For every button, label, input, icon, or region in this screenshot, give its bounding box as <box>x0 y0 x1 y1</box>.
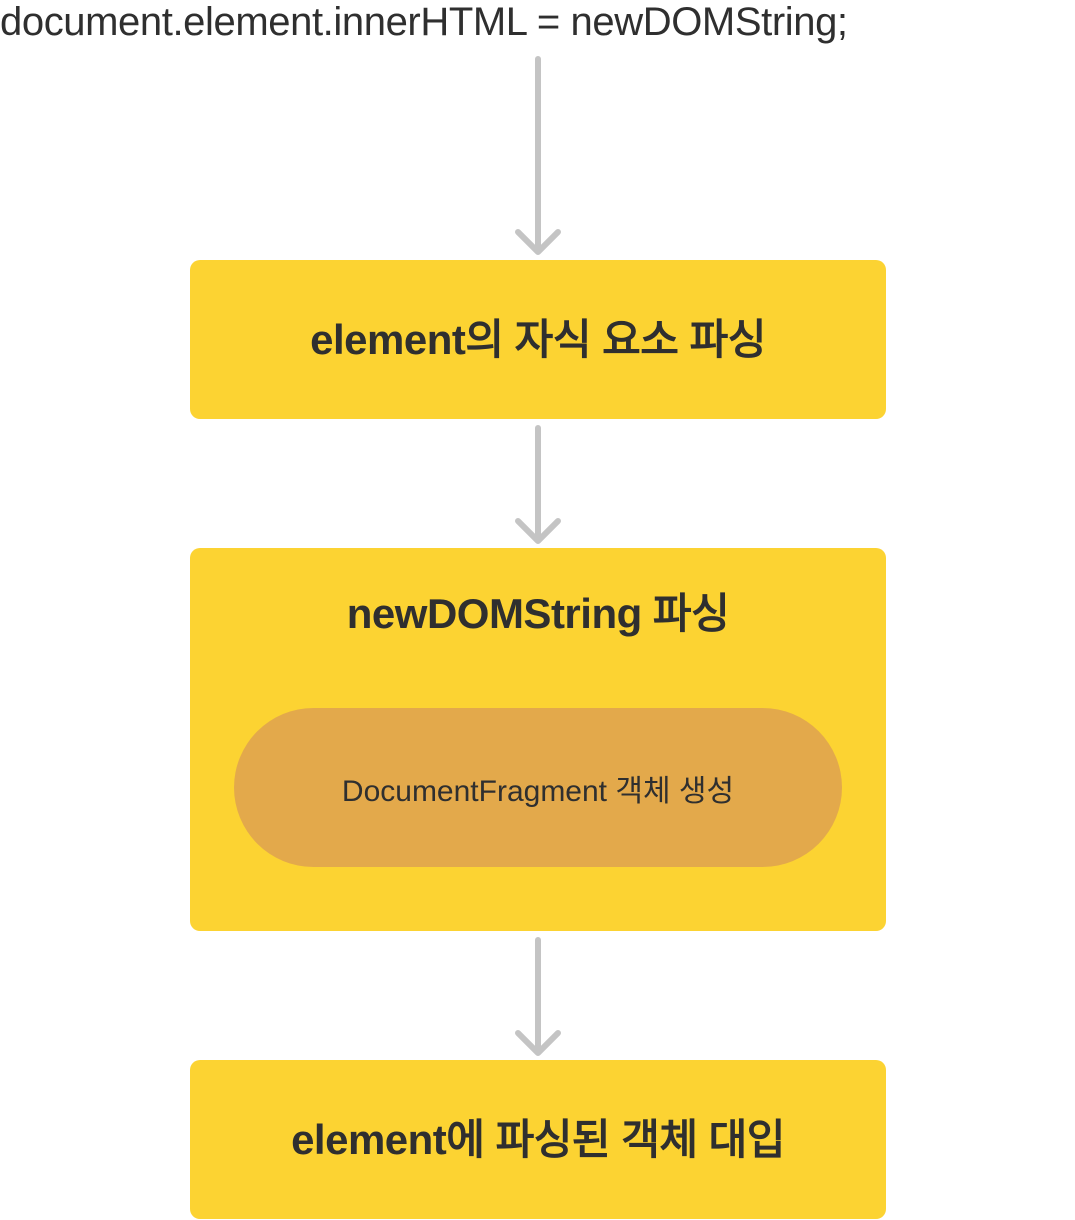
flow-arrow-3 <box>515 937 561 1056</box>
flow-arrow-2 <box>515 425 561 544</box>
step-label-parse-children: element의 자식 요소 파싱 <box>310 316 766 363</box>
step-box-assign-object: element에 파싱된 객체 대입 <box>190 1060 886 1219</box>
step-label-assign-object: element에 파싱된 객체 대입 <box>291 1116 785 1163</box>
step-label-parse-newdomstring: newDOMString 파싱 <box>346 590 730 637</box>
sub-step-label: DocumentFragment 객체 생성 <box>341 774 735 808</box>
step-box-parse-children: element의 자식 요소 파싱 <box>190 260 886 419</box>
sub-step-pill: DocumentFragment 객체 생성 <box>234 708 842 867</box>
step-box-parse-newdomstring: newDOMString 파싱 DocumentFragment 객체 생성 <box>190 548 886 931</box>
code-line-title: document.element.innerHTML = newDOMStrin… <box>0 0 848 44</box>
flow-arrow-1 <box>515 56 561 255</box>
